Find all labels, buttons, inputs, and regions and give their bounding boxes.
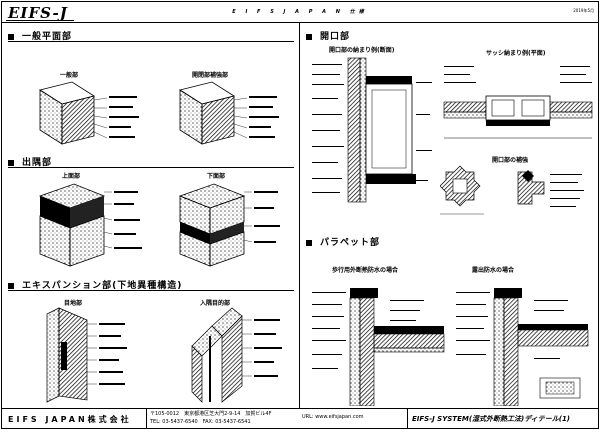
company-name: EIFS JAPAN株式会社 bbox=[8, 415, 132, 424]
section-underline bbox=[8, 167, 294, 168]
bottom-corner-drawing bbox=[178, 183, 280, 267]
sheet-header: EIFS-J E I F S J A P A N 仕様 2019年5月 bbox=[2, 2, 598, 22]
title-block: EIFS JAPAN株式会社 〒105-0012 東京都港区芝大門2-9-14 … bbox=[2, 408, 598, 429]
section-title: パラペット部 bbox=[320, 238, 381, 248]
brand-title: E I F S J A P A N 仕様 bbox=[232, 9, 368, 15]
opening-reinforcement-drawing bbox=[178, 81, 279, 145]
issue-date: 2019年5月 bbox=[573, 8, 594, 13]
section-title: 出隅部 bbox=[22, 158, 53, 168]
figure-caption: 歩行用外断熱防水の場合 bbox=[332, 267, 399, 274]
figure-caption: 下面部 bbox=[207, 173, 226, 180]
exposed-parapet-drawing bbox=[456, 288, 589, 406]
figure-caption: サッシ納まり例(平面) bbox=[486, 50, 546, 57]
joint-drawing bbox=[46, 307, 127, 403]
figure-caption: 入隅目的部 bbox=[200, 300, 231, 307]
figure-caption: 上面部 bbox=[62, 173, 81, 180]
section-general-plane: 一般平面部 bbox=[8, 29, 72, 42]
company-address: 〒105-0012 東京都港区芝大門2-9-14 加賀ビル4F TEL: 03-… bbox=[150, 410, 271, 430]
figure-caption: 目地部 bbox=[64, 300, 83, 307]
logo-underline bbox=[6, 3, 74, 21]
section-parapet: パラペット部 bbox=[306, 235, 380, 248]
section-opening: 開口部 bbox=[306, 29, 350, 42]
figure-caption: 開閉部補強部 bbox=[192, 72, 229, 79]
section-title: 開口部 bbox=[320, 32, 351, 42]
header-divider bbox=[2, 22, 598, 23]
opening-reinforcement-detail bbox=[440, 165, 584, 215]
phone-line: TEL: 03-5437-6540 FAX: 03-5437-6541 bbox=[150, 419, 251, 425]
general-section-drawing bbox=[38, 81, 139, 145]
section-outside-corner: 出隅部 bbox=[8, 155, 52, 168]
address-line: 〒105-0012 東京都港区芝大門2-9-14 加賀ビル4F bbox=[150, 411, 272, 417]
figure-caption: 一般部 bbox=[60, 72, 79, 79]
sash-plan-drawing bbox=[443, 66, 593, 139]
section-expansion-joint: エキスパンション部(下地異種構造) bbox=[8, 278, 182, 291]
figure-caption: 露出防水の場合 bbox=[472, 267, 515, 274]
logo: EIFS-J bbox=[8, 4, 68, 22]
bullet-square-icon bbox=[8, 33, 14, 40]
figure-caption: 開口部の補強 bbox=[492, 157, 529, 164]
figure-caption: 開口部の納まり例(断面) bbox=[329, 47, 395, 54]
section-underline bbox=[8, 290, 294, 291]
drawing-title: EIFS-J SYSTEM(湿式外断熱工法)ディテール(1) bbox=[412, 415, 571, 423]
section-title: エキスパンション部(下地異種構造) bbox=[22, 281, 183, 291]
section-underline bbox=[8, 41, 294, 42]
bullet-square-icon bbox=[8, 282, 14, 289]
center-divider bbox=[299, 22, 300, 408]
inside-corner-joint-drawing bbox=[191, 307, 282, 403]
footer-divider bbox=[407, 409, 408, 429]
top-corner-drawing bbox=[38, 183, 142, 267]
bullet-square-icon bbox=[306, 239, 312, 246]
company-url: URL: www.eifsjapan.com bbox=[302, 414, 364, 420]
bullet-square-icon bbox=[8, 159, 14, 166]
walkable-parapet-drawing bbox=[312, 288, 445, 406]
opening-section-drawing bbox=[312, 57, 432, 203]
bullet-square-icon bbox=[306, 33, 312, 40]
section-title: 一般平面部 bbox=[22, 32, 73, 42]
footer-divider bbox=[146, 409, 147, 429]
